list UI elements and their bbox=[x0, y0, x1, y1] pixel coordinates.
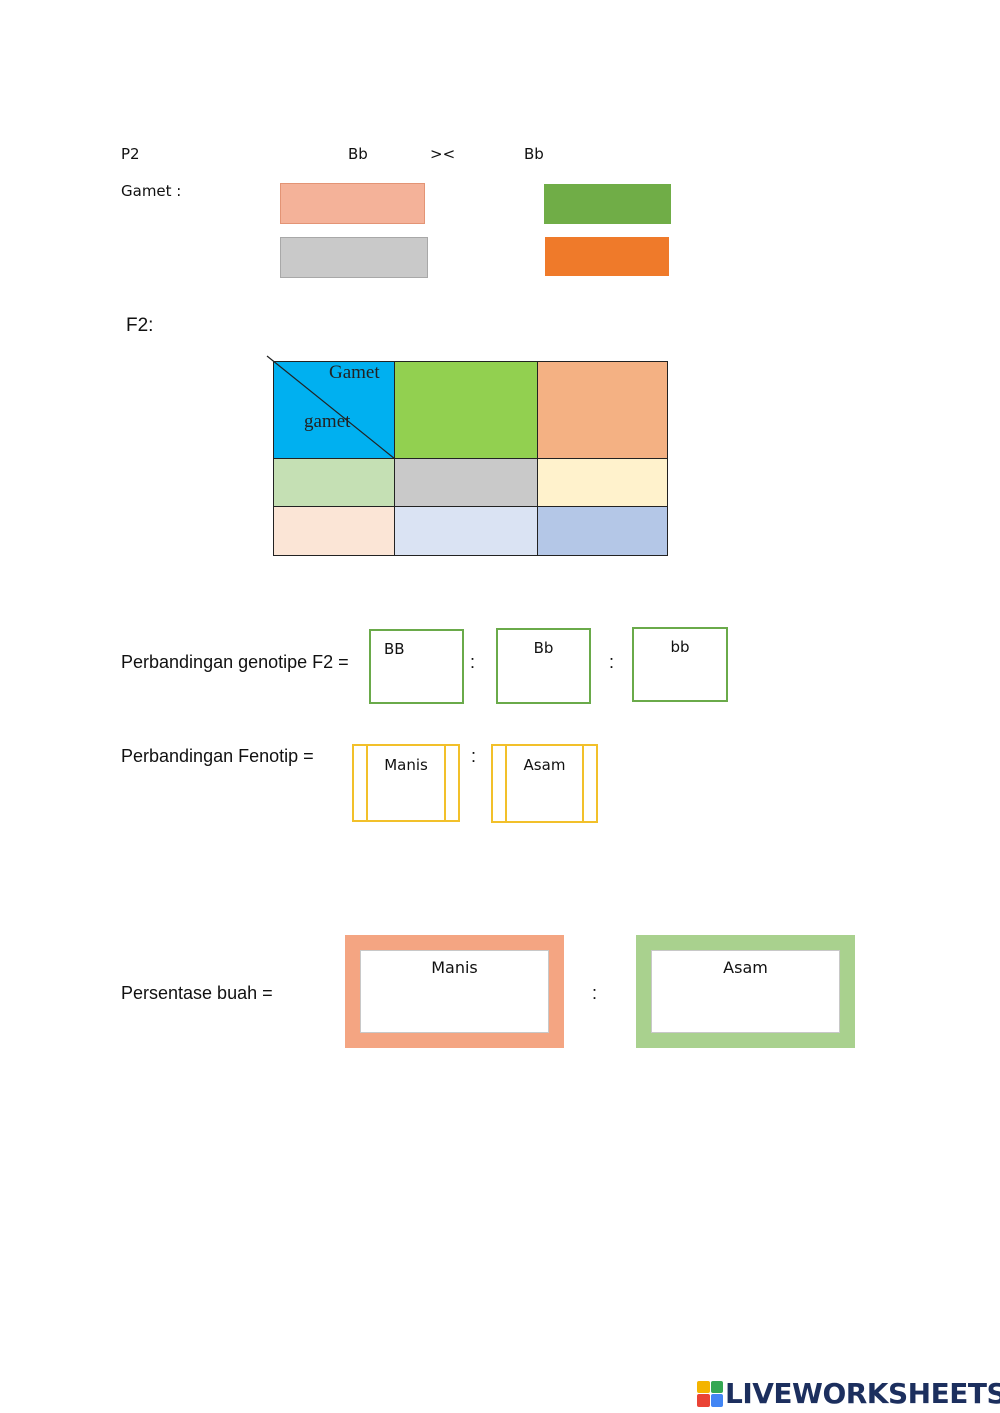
box-inner-line bbox=[444, 746, 446, 820]
parent1-genotype: Bb bbox=[348, 145, 368, 163]
percentage-manis-input[interactable]: Manis bbox=[360, 950, 549, 1033]
percentage-box1-label: Manis bbox=[431, 958, 478, 977]
genotype-box3-label: bb bbox=[670, 638, 690, 656]
p2-label: P2 bbox=[121, 145, 140, 163]
percentage-asam-input[interactable]: Asam bbox=[651, 950, 840, 1033]
punnett-row1-col1-input[interactable] bbox=[395, 459, 538, 507]
phenotype-box1-label: Manis bbox=[384, 756, 428, 774]
genotype-bb-upper-input[interactable]: BB bbox=[369, 629, 464, 704]
box-inner-line bbox=[366, 746, 368, 820]
punnett-corner-cell: Gamet gamet bbox=[266, 355, 396, 460]
genotype-box2-label: Bb bbox=[533, 639, 554, 657]
punnett-row2-col1-input[interactable] bbox=[395, 507, 538, 556]
genotype-bb-lower-input[interactable]: bb bbox=[632, 627, 728, 702]
punnett-header-col1-input[interactable] bbox=[395, 361, 538, 459]
genotype-box1-label: BB bbox=[384, 640, 405, 658]
phenotype-ratio-label: Perbandingan Fenotip = bbox=[121, 746, 314, 766]
punnett-row2-col2-input[interactable] bbox=[538, 507, 668, 556]
punnett-header-col2-input[interactable] bbox=[538, 361, 668, 459]
percentage-box2-label: Asam bbox=[723, 958, 768, 977]
phenotype-manis-input[interactable]: Manis bbox=[352, 744, 460, 822]
logo-icon bbox=[697, 1380, 723, 1407]
percentage-label: Persentase buah = bbox=[121, 983, 273, 1003]
percentage-asam-box: Asam bbox=[636, 935, 855, 1048]
liveworksheets-logo: LIVEWORKSHEETS bbox=[697, 1377, 1000, 1410]
parent2-genotype: Bb bbox=[524, 145, 544, 163]
gamet-label: Gamet : bbox=[121, 182, 182, 200]
f2-label: F2: bbox=[126, 315, 154, 336]
ratio-separator: : bbox=[609, 652, 615, 672]
box-inner-line bbox=[582, 746, 584, 821]
percentage-manis-box: Manis bbox=[345, 935, 564, 1048]
genotype-ratio-label: Perbandingan genotipe F2 = bbox=[121, 652, 349, 672]
box-inner-line bbox=[505, 746, 507, 821]
cross-symbol: >< bbox=[430, 145, 456, 163]
logo-text: LIVEWORKSHEETS bbox=[725, 1377, 1000, 1410]
diagonal-line bbox=[266, 355, 396, 460]
gamet-p1-top-input[interactable] bbox=[280, 183, 425, 224]
ratio-separator: : bbox=[470, 652, 476, 672]
punnett-square: Gamet gamet bbox=[266, 355, 668, 556]
ratio-separator: : bbox=[471, 746, 477, 766]
phenotype-asam-input[interactable]: Asam bbox=[491, 744, 598, 823]
punnett-row1-header-input[interactable] bbox=[273, 459, 395, 507]
phenotype-box2-label: Asam bbox=[523, 756, 566, 774]
punnett-row1-col2-input[interactable] bbox=[538, 459, 668, 507]
gamet-p2-top-input[interactable] bbox=[544, 184, 671, 224]
genotype-bb-mixed-input[interactable]: Bb bbox=[496, 628, 591, 704]
punnett-row2-header-input[interactable] bbox=[273, 507, 395, 556]
gamet-p1-bottom-input[interactable] bbox=[280, 237, 428, 278]
gamet-p2-bottom-input[interactable] bbox=[545, 237, 669, 276]
corner-label-top: Gamet bbox=[329, 362, 380, 383]
ratio-separator: : bbox=[592, 983, 598, 1003]
corner-label-bottom: gamet bbox=[304, 411, 351, 432]
